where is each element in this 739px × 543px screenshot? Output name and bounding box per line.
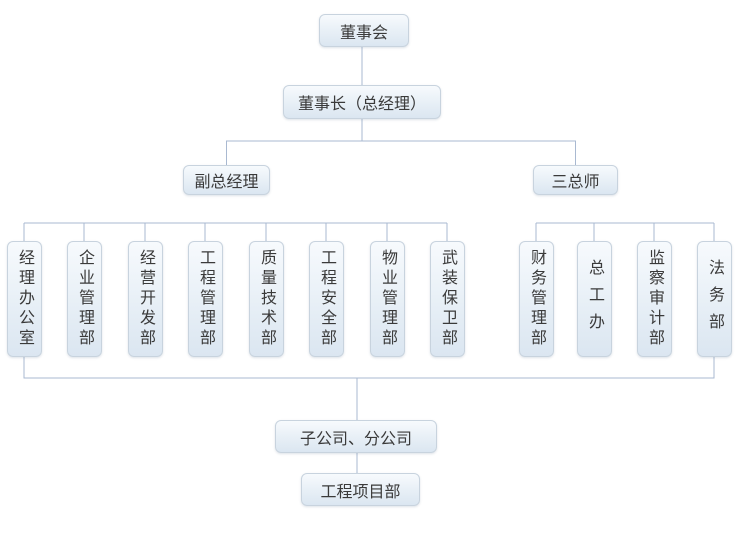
node-dept-manager-office-label: 经理办公室 <box>16 249 33 349</box>
node-dept-engineering-management: 工程管理部 <box>187 241 223 357</box>
node-dept-chief-engineer-office: 总工办 <box>576 241 612 357</box>
node-subsidiaries-label: 子公司、分公司 <box>299 430 412 448</box>
node-dept-quality-technology: 质量技术部 <box>248 241 284 357</box>
node-chairman-label: 董事长（总经理） <box>297 96 426 113</box>
node-dept-engineering-safety: 工程安全部 <box>308 241 344 357</box>
node-deputy-general-manager-label: 副总经理 <box>194 174 259 191</box>
node-project-dept-label: 工程项目部 <box>320 483 401 501</box>
node-dept-property-management: 物业管理部 <box>369 241 405 357</box>
node-dept-enterprise-management: 企业管理部 <box>66 241 102 357</box>
node-three-chief-engineers: 三总师 <box>533 165 618 195</box>
node-dept-business-development: 经营开发部 <box>127 241 163 357</box>
node-dept-property-management-label: 物业管理部 <box>379 249 396 349</box>
node-deputy-general-manager: 副总经理 <box>183 165 270 195</box>
node-three-chief-engineers-label: 三总师 <box>551 174 600 191</box>
node-dept-engineering-safety-label: 工程安全部 <box>318 249 335 349</box>
node-board: 董事会 <box>319 14 409 47</box>
node-dept-enterprise-management-label: 企业管理部 <box>76 249 93 349</box>
node-dept-quality-technology-label: 质量技术部 <box>258 249 275 349</box>
node-project-dept: 工程项目部 <box>301 473 420 506</box>
node-dept-armed-security: 武装保卫部 <box>429 241 465 357</box>
node-dept-armed-security-label: 武装保卫部 <box>439 249 456 349</box>
node-dept-legal: 法务部 <box>696 241 732 357</box>
node-dept-finance-management-label: 财务管理部 <box>528 249 545 349</box>
node-dept-legal-label: 法务部 <box>706 258 723 340</box>
node-dept-manager-office: 经理办公室 <box>6 241 42 357</box>
node-dept-supervision-audit-label: 监察审计部 <box>646 249 663 349</box>
node-dept-business-development-label: 经营开发部 <box>137 249 154 349</box>
node-dept-chief-engineer-office-label: 总工办 <box>586 258 603 340</box>
node-subsidiaries: 子公司、分公司 <box>275 420 437 453</box>
node-board-label: 董事会 <box>339 24 388 42</box>
node-dept-supervision-audit: 监察审计部 <box>636 241 672 357</box>
node-dept-engineering-management-label: 工程管理部 <box>197 249 214 349</box>
node-dept-finance-management: 财务管理部 <box>518 241 554 357</box>
node-chairman: 董事长（总经理） <box>283 85 441 119</box>
